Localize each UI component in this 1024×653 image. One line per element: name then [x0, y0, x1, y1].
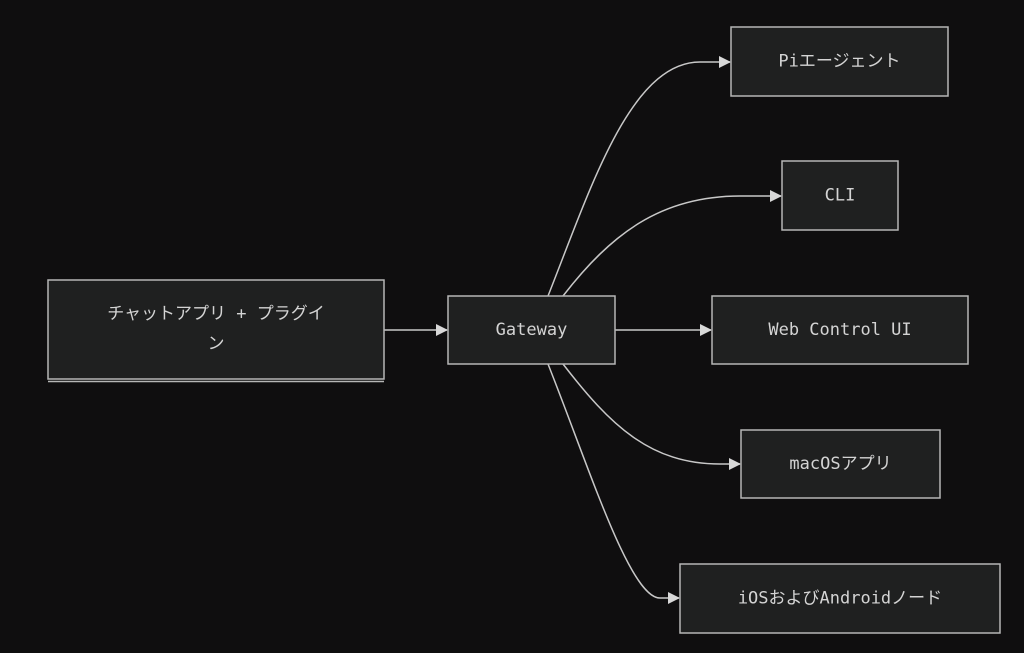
node-label-line2: ン: [208, 334, 225, 354]
node-label: Gateway: [496, 320, 568, 340]
node-macos-app[interactable]: macOSアプリ: [740, 429, 941, 499]
node-box: [47, 279, 385, 380]
node-box: [740, 429, 941, 499]
edge-gateway-to-pi-agent: [547, 56, 731, 297]
node-label: CLI: [825, 186, 856, 206]
node-box: [781, 160, 899, 231]
node-box: [679, 563, 1001, 634]
node-label-line1: チャットアプリ + プラグイ: [107, 304, 325, 324]
node-box: [711, 295, 969, 365]
node-label: Piエージェント: [778, 52, 900, 72]
edge-gateway-to-macos: [562, 363, 741, 470]
node-label: Web Control UI: [768, 320, 911, 340]
node-box: [447, 295, 616, 365]
edge-gateway-to-ios-android: [547, 363, 680, 604]
node-cli[interactable]: CLI: [781, 160, 899, 231]
node-chat-app-plugin[interactable]: チャットアプリ + プラグイ ン: [47, 279, 385, 383]
node-pi-agent[interactable]: Piエージェント: [730, 26, 949, 97]
edge-gateway-to-cli: [562, 190, 782, 297]
edges: [384, 56, 782, 604]
node-label: macOSアプリ: [789, 454, 891, 474]
node-web-control-ui[interactable]: Web Control UI: [711, 295, 969, 365]
node-label: iOSおよびAndroidノード: [738, 589, 942, 609]
node-gateway[interactable]: Gateway: [447, 295, 616, 365]
node-box: [730, 26, 949, 97]
node-ios-android-nodes[interactable]: iOSおよびAndroidノード: [679, 563, 1001, 634]
